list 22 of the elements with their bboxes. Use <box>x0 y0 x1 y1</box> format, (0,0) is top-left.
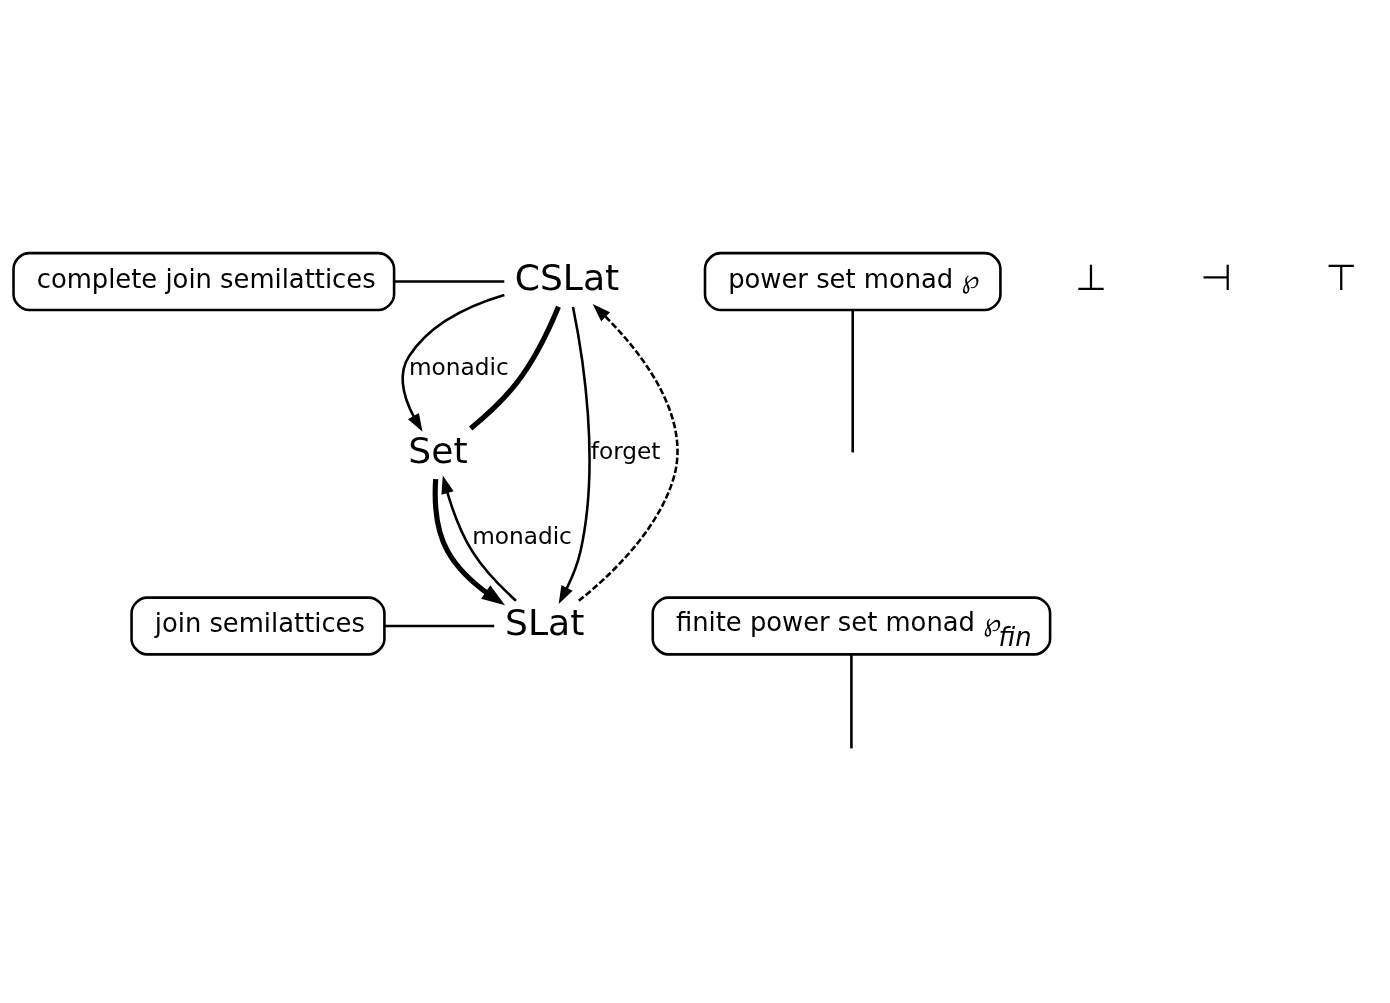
node-box: join semilattices <box>130 596 386 656</box>
label: ⊥ <box>1075 256 1107 300</box>
arrow <box>441 475 517 602</box>
label: ⊤ <box>1325 256 1357 300</box>
node-text: Set <box>408 428 468 472</box>
connector <box>384 624 495 628</box>
connector <box>850 654 853 749</box>
connector <box>469 305 561 431</box>
node-box: complete join semilattices <box>12 251 396 312</box>
arrow <box>578 304 679 602</box>
node-box: power set monad ℘ <box>703 251 1002 312</box>
label: ⊣ <box>1200 256 1232 300</box>
connector <box>394 280 505 283</box>
edge-label: monadic <box>472 521 572 549</box>
node-text: SLat <box>505 600 585 644</box>
arrow <box>432 479 506 606</box>
edge-label: forget <box>590 437 661 465</box>
arrow <box>558 306 591 604</box>
node-text: CSLat <box>514 256 620 300</box>
connector <box>851 310 854 453</box>
edge-label: monadic <box>408 352 509 380</box>
arrow <box>401 293 505 432</box>
